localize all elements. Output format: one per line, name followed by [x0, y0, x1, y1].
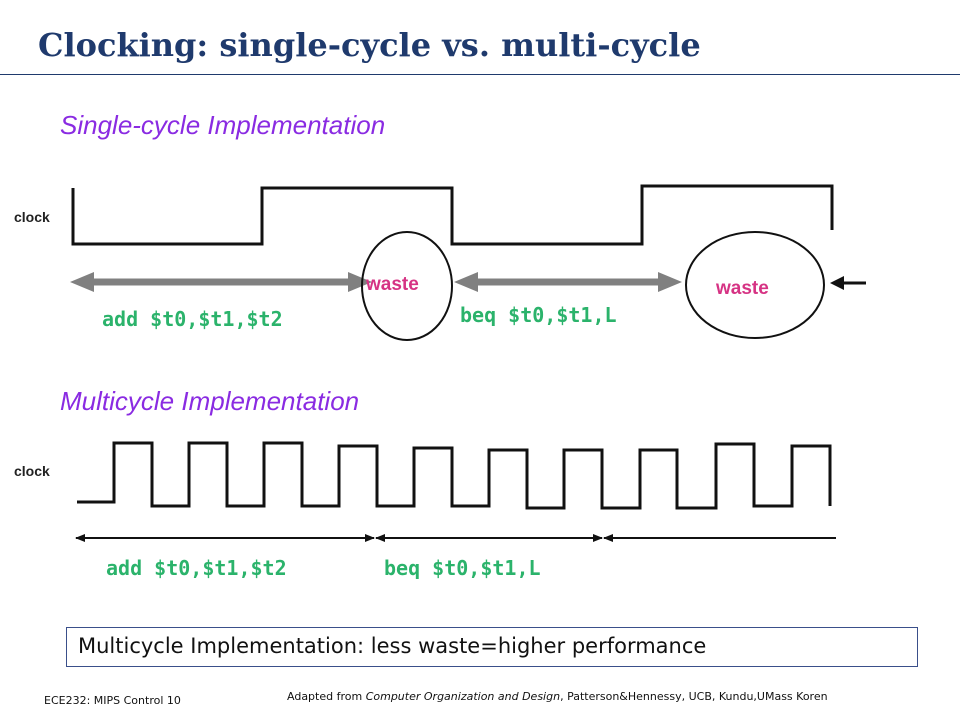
waste-label-1: waste: [366, 274, 419, 295]
multicycle-heading: Multicycle Implementation: [60, 386, 360, 416]
title-divider: [0, 74, 960, 75]
waste-ellipse-2: [685, 231, 825, 339]
summary-box: [66, 627, 918, 667]
single-cycle-heading: Single-cycle Implementation: [60, 110, 386, 140]
single-beq-span-arrow: [454, 272, 682, 292]
waste-ellipse-1: [361, 231, 453, 341]
single-add-span-arrow: [70, 272, 372, 292]
footer-authors: , Patterson&Hennessy, UCB, Kundu,UMass K…: [560, 690, 828, 703]
footer-adapted: Adapted from: [287, 690, 366, 703]
summary-text: Multicycle Implementation: less waste=hi…: [78, 634, 707, 658]
waste-label-2: waste: [716, 278, 769, 299]
multi-instruction-add: add $t0,$t1,$t2: [106, 556, 287, 580]
multi-instruction-beq: beq $t0,$t1,L: [384, 556, 541, 580]
waste-pointer-arrow: [830, 276, 866, 290]
multi-cycle-clock-waveform: [77, 441, 832, 510]
footer-course-label: ECE232: MIPS Control 10: [44, 694, 181, 707]
multi-clock-label: clock: [14, 463, 50, 479]
footer-attribution: Adapted from Computer Organization and D…: [287, 690, 828, 703]
single-cycle-clock-waveform: [71, 184, 834, 246]
slide-title: Clocking: single-cycle vs. multi-cycle: [38, 26, 701, 64]
single-clock-label: clock: [14, 209, 50, 225]
single-instruction-add: add $t0,$t1,$t2: [102, 307, 283, 331]
footer-book-title: Computer Organization and Design: [365, 690, 561, 703]
single-instruction-beq: beq $t0,$t1,L: [460, 303, 617, 327]
